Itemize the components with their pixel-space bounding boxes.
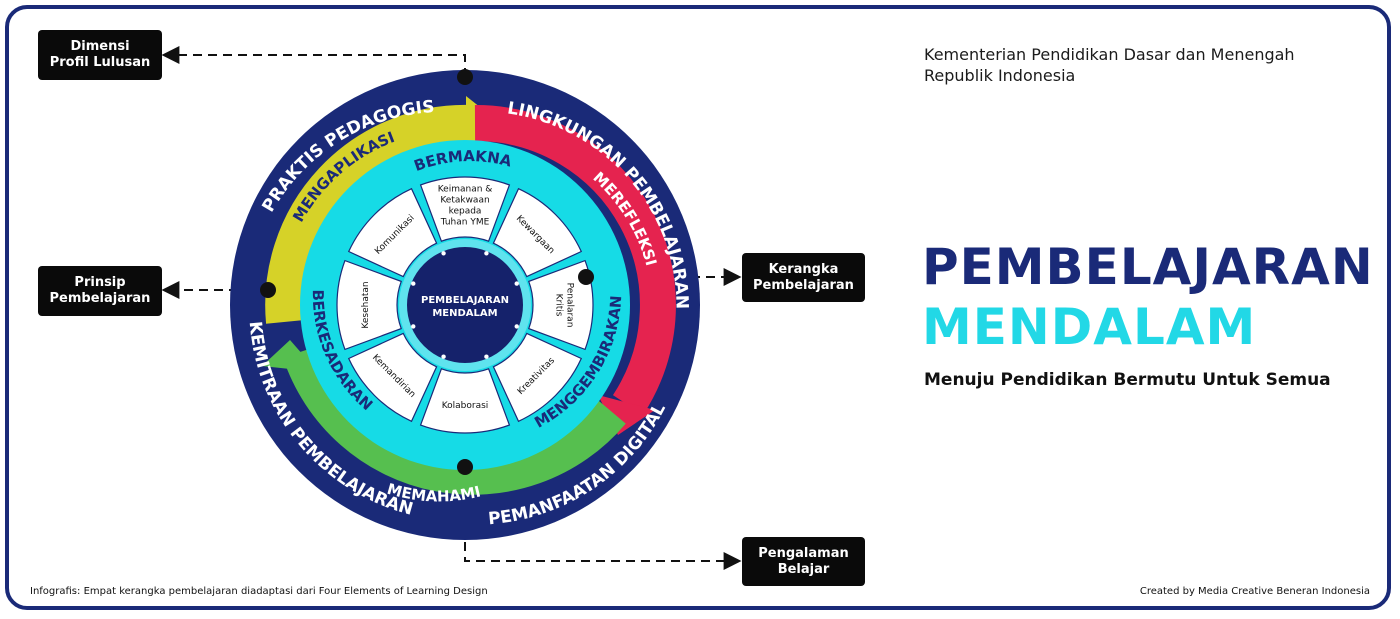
callout-dimensi-line2: Profil Lulusan [49, 55, 151, 70]
arrow-merefleksi-head [598, 395, 655, 435]
callout-kerangka-line2: Pembelajaran [753, 277, 854, 293]
hub-dot [441, 251, 446, 256]
arrow-memahami-band [282, 346, 626, 495]
dimension-segment [528, 259, 594, 351]
callout-dimensi-line1: Dimensi [70, 39, 130, 54]
arrow-merefleksi-band [474, 104, 676, 415]
hub-dot [514, 324, 519, 329]
arrow-memahami-head [262, 340, 318, 372]
hub-dot [484, 354, 489, 359]
dimension-segment [336, 259, 402, 351]
callout-prinsip-line1: Prinsip [74, 275, 126, 290]
ministry-line2: Republik Indonesia [924, 66, 1076, 85]
dimension-segment [492, 187, 583, 278]
callout-prinsip-pembelajaran: Prinsip Pembelajaran [38, 266, 162, 316]
hub-dot [411, 324, 416, 329]
main-title-line1: PEMBELAJARAN [922, 238, 1374, 296]
arrow-mengaplikasi-band [265, 104, 471, 324]
callout-prinsip-line2: Pembelajaran [49, 291, 151, 306]
ministry-line1: Kementerian Pendidikan Dasar dan Menenga… [924, 45, 1295, 64]
dimension-segment-label: Kolaborasi [442, 401, 489, 411]
ministry-name: Kementerian Pendidikan Dasar dan Menenga… [924, 44, 1295, 86]
dimension-segment-label: Kesehatan [361, 281, 371, 328]
anchor-dot-dimensi [457, 69, 473, 85]
footer-credit: Created by Media Creative Beneran Indone… [1139, 586, 1370, 597]
connector-dimensi [161, 46, 466, 77]
center-title-line2: MENDALAM [432, 308, 497, 319]
dimension-segment [419, 176, 511, 242]
main-title-line2: MENDALAM [922, 298, 1257, 356]
center-hub [399, 239, 531, 371]
anchor-dots [260, 69, 594, 475]
arrow-ring [262, 96, 676, 495]
anchor-dot-kerangka [578, 269, 594, 285]
hub-dot [411, 281, 416, 286]
anchor-dot-prinsip [260, 282, 276, 298]
footer-source-note: Infografis: Empat kerangka pembelajaran … [30, 586, 488, 597]
hub-dot [514, 281, 519, 286]
dimension-segment [347, 187, 438, 278]
callout-kerangka-pembelajaran: Kerangka Pembelajaran [742, 253, 865, 302]
dimension-segment [347, 332, 438, 423]
main-subtitle: Menuju Pendidikan Bermutu Untuk Semua [924, 370, 1331, 390]
callout-kerangka-line1: Kerangka [768, 261, 839, 277]
callout-pengalaman-belajar: Pengalaman Belajar [742, 537, 865, 586]
callout-pengalaman-line1: Pengalaman [758, 545, 849, 561]
dimension-segment [492, 332, 583, 423]
hub-dots [411, 251, 519, 359]
callout-pengalaman-line2: Belajar [777, 561, 830, 577]
anchor-dot-pengalaman [457, 459, 473, 475]
callout-dimensi-profil-lulusan: Dimensi Profil Lulusan [38, 30, 162, 80]
dimension-segment [419, 368, 511, 434]
dimension-segment-label: PenalaranKritis [554, 283, 575, 328]
hub-dot [441, 354, 446, 359]
hub-dot [484, 251, 489, 256]
center-title-line1: PEMBELAJARAN [421, 295, 509, 306]
